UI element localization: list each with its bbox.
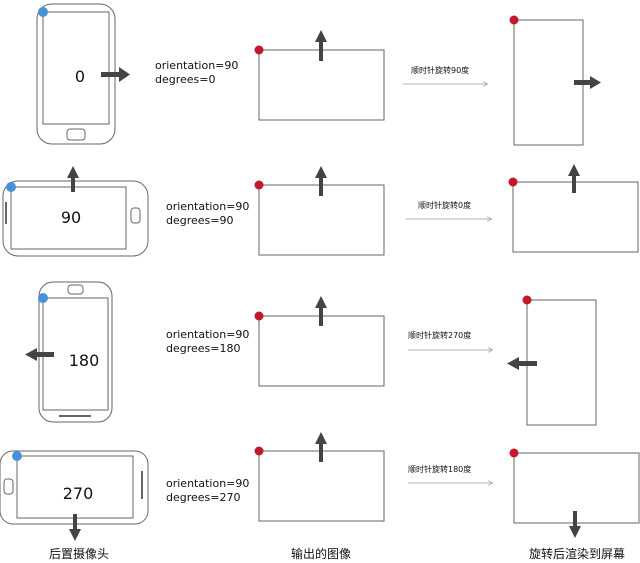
row-3: 180 orientation=90 degrees=180 顺时针旋转270度	[25, 281, 597, 426]
origin-dot	[509, 15, 519, 25]
arrow-up-icon	[315, 166, 327, 196]
orientation-label: orientation=90	[166, 200, 249, 213]
rendered-screen-1	[509, 15, 601, 146]
arrow-left-icon	[25, 348, 54, 361]
arrow-up-icon	[315, 30, 327, 61]
origin-dot	[509, 448, 519, 458]
arrow-left-icon	[507, 357, 537, 370]
origin-dot	[522, 295, 532, 305]
camera-dot	[38, 7, 48, 17]
rotate-label: 顺时针旋转90度	[411, 65, 469, 75]
row-2: 90 orientation=90 degrees=90 顺时针旋转0度	[2, 164, 639, 257]
arrow-down-icon	[569, 511, 581, 538]
row-1: 0 orientation=90 degrees=0 顺时针旋转90度	[36, 3, 601, 146]
arrow-up-icon	[67, 166, 79, 192]
caption-screen: 旋转后渲染到屏幕	[529, 546, 625, 561]
arrow-up-icon	[315, 432, 327, 462]
phone-angle-label: 0	[75, 67, 85, 86]
caption-output: 输出的图像	[291, 546, 351, 561]
orientation-label: orientation=90	[155, 59, 238, 72]
origin-dot	[254, 446, 264, 456]
arrow-down-icon	[69, 514, 81, 541]
origin-dot	[254, 311, 264, 321]
degrees-label: degrees=270	[166, 491, 241, 504]
phone-angle-label: 90	[61, 208, 81, 227]
orientation-label: orientation=90	[166, 477, 249, 490]
camera-dot	[38, 293, 48, 303]
rendered-screen-2	[508, 164, 639, 253]
output-image-1	[254, 30, 385, 121]
arrow-right-icon	[101, 67, 130, 82]
rotate-label: 顺时针旋转180度	[408, 464, 471, 474]
rotate-label: 顺时针旋转270度	[408, 330, 471, 340]
camera-dot	[12, 451, 22, 461]
caption-camera: 后置摄像头	[49, 546, 109, 561]
phone-landscape-270: 270	[0, 450, 149, 541]
phone-landscape-90: 90	[2, 166, 149, 257]
degrees-label: degrees=0	[155, 73, 216, 86]
degrees-label: degrees=90	[166, 214, 234, 227]
phone-angle-label: 270	[63, 484, 94, 503]
phone-portrait-180: 180	[25, 281, 113, 423]
origin-dot	[254, 45, 264, 55]
degrees-label: degrees=180	[166, 342, 241, 355]
rendered-screen-3	[507, 295, 597, 426]
rotate-label: 顺时针旋转0度	[418, 200, 471, 210]
camera-dot	[6, 182, 16, 192]
orientation-label: orientation=90	[166, 328, 249, 341]
row-4: 270 orientation=90 degrees=270 顺时针旋转180度	[0, 432, 640, 541]
phone-angle-label: 180	[69, 351, 100, 370]
arrow-right-icon	[574, 76, 601, 89]
arrow-up-icon	[568, 164, 580, 193]
phone-portrait-0: 0	[36, 3, 130, 145]
rendered-screen-4	[509, 448, 640, 538]
origin-dot	[254, 180, 264, 190]
origin-dot	[508, 177, 518, 187]
output-image-4	[254, 432, 385, 522]
arrow-up-icon	[315, 296, 327, 326]
output-image-3	[254, 296, 385, 387]
output-image-2	[254, 166, 385, 256]
